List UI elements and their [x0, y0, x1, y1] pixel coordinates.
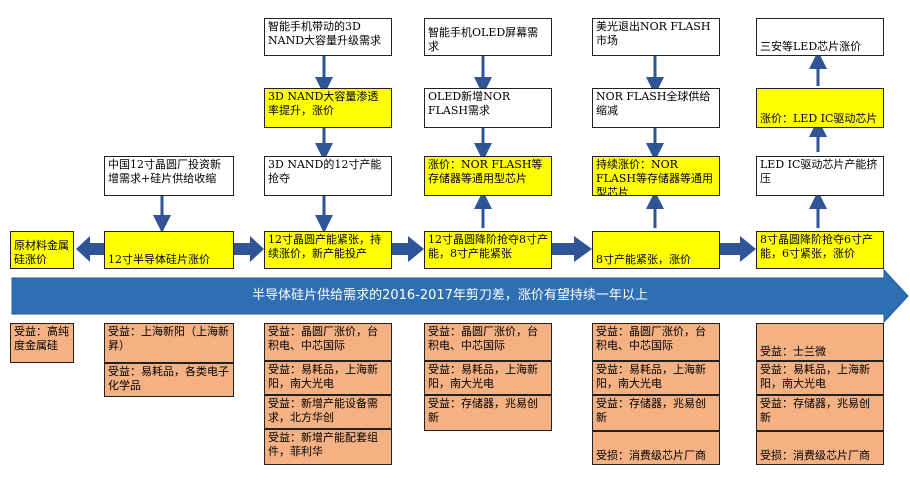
driver-china-12in: 中国12寸晶圆厂投资新增需求+硅片供给收缩	[104, 156, 234, 196]
driver-oled-norflash: OLED新增NOR FLASH需求	[424, 88, 552, 128]
arrow-chain-2	[392, 236, 424, 262]
chain-12in-wafer-price: 12寸半导体硅片涨价	[104, 231, 234, 269]
beneficiary-col4-1: 受益：晶圆厂涨价，台积电、中芯国际	[592, 323, 720, 361]
chain-6in-capture: 8寸晶圆降阶抢夺6寸产能，6寸紧张，涨价	[756, 231, 884, 269]
arrow-to-raw-material	[76, 236, 104, 262]
driver-3dnand-penetration: 3D NAND大容量渗透率提升，涨价	[264, 88, 392, 128]
band-title: 半导体硅片供给需求的2016-2017年剪刀差，涨价有望持续一年以上	[252, 288, 648, 303]
chain-raw-material: 原材料金属硅涨价	[10, 231, 74, 269]
harmed-col4: 受损：消费级芯片厂商	[592, 431, 720, 465]
driver-micron-exit: 美光退出NOR FLASH市场	[592, 18, 720, 56]
beneficiary-col2-2: 受益：易耗品，上海新阳，南大光电	[264, 361, 392, 395]
beneficiary-col2-1: 受益：晶圆厂涨价，台积电、中芯国际	[264, 323, 392, 361]
beneficiary-col5-3: 受益：存储器，兆易创新	[756, 395, 884, 431]
driver-smartphone-oled: 智能手机OLED屏幕需求	[424, 18, 552, 56]
driver-smartphone-3dnand: 智能手机带动的3D NAND大容量升级需求	[264, 18, 392, 56]
beneficiary-col1-1: 受益：上海新阳（上海新昇）	[104, 323, 234, 363]
harmed-col5: 受损：消费级芯片厂商	[756, 431, 884, 465]
beneficiary-col4-3: 受益：存储器，兆易创新	[592, 395, 720, 431]
timeline-band	[11, 268, 909, 324]
beneficiary-col2-4: 受益：新增产能配套组件，菲利华	[264, 429, 392, 465]
driver-norflash-price: 涨价：NOR FLASH等存储器等通用型芯片	[424, 156, 552, 196]
driver-norflash-continued: 持续涨价：NOR FLASH等存储器等通用型芯片	[592, 156, 720, 196]
beneficiary-col5-1: 受益：士兰微	[756, 323, 884, 361]
arrow-chain-1	[234, 236, 264, 262]
beneficiary-col5-2: 受益：易耗品，上海新阳，南大光电	[756, 361, 884, 395]
beneficiary-col3-2: 受益：易耗品，上海新阳，南大光电	[424, 361, 552, 395]
beneficiary-col2-3: 受益：新增产能设备需求，北方华创	[264, 395, 392, 429]
beneficiary-col1-2: 受益：易耗品，各类电子化学品	[104, 363, 234, 397]
driver-3dnand-capacity: 3D NAND的12寸产能抢夺	[264, 156, 392, 196]
driver-led-ic-price: 涨价：LED IC驱动芯片	[756, 88, 884, 128]
chain-12in-capacity: 12寸晶圆产能紧张，持续涨价，新产能投产	[264, 231, 392, 269]
beneficiary-col4-2: 受益：易耗品，上海新阳，南大光电	[592, 361, 720, 395]
driver-norflash-supply-cut: NOR FLASH全球供给缩减	[592, 88, 720, 128]
driver-led-ic-capacity: LED IC驱动芯片产能挤压	[756, 156, 884, 196]
chain-8in-capture: 12寸晶圆降阶抢夺8寸产能，8寸产能紧张	[424, 231, 552, 269]
arrow-chain-3	[552, 236, 592, 262]
beneficiary-col0: 受益：高纯度金属硅	[10, 323, 74, 363]
beneficiary-col3-1: 受益：晶圆厂涨价，台积电、中芯国际	[424, 323, 552, 361]
driver-sanan-led: 三安等LED芯片涨价	[756, 18, 884, 56]
chain-8in-tight: 8寸产能紧张，涨价	[592, 231, 720, 269]
arrow-chain-4	[720, 236, 756, 262]
beneficiary-col3-3: 受益：存储器，兆易创新	[424, 395, 552, 431]
